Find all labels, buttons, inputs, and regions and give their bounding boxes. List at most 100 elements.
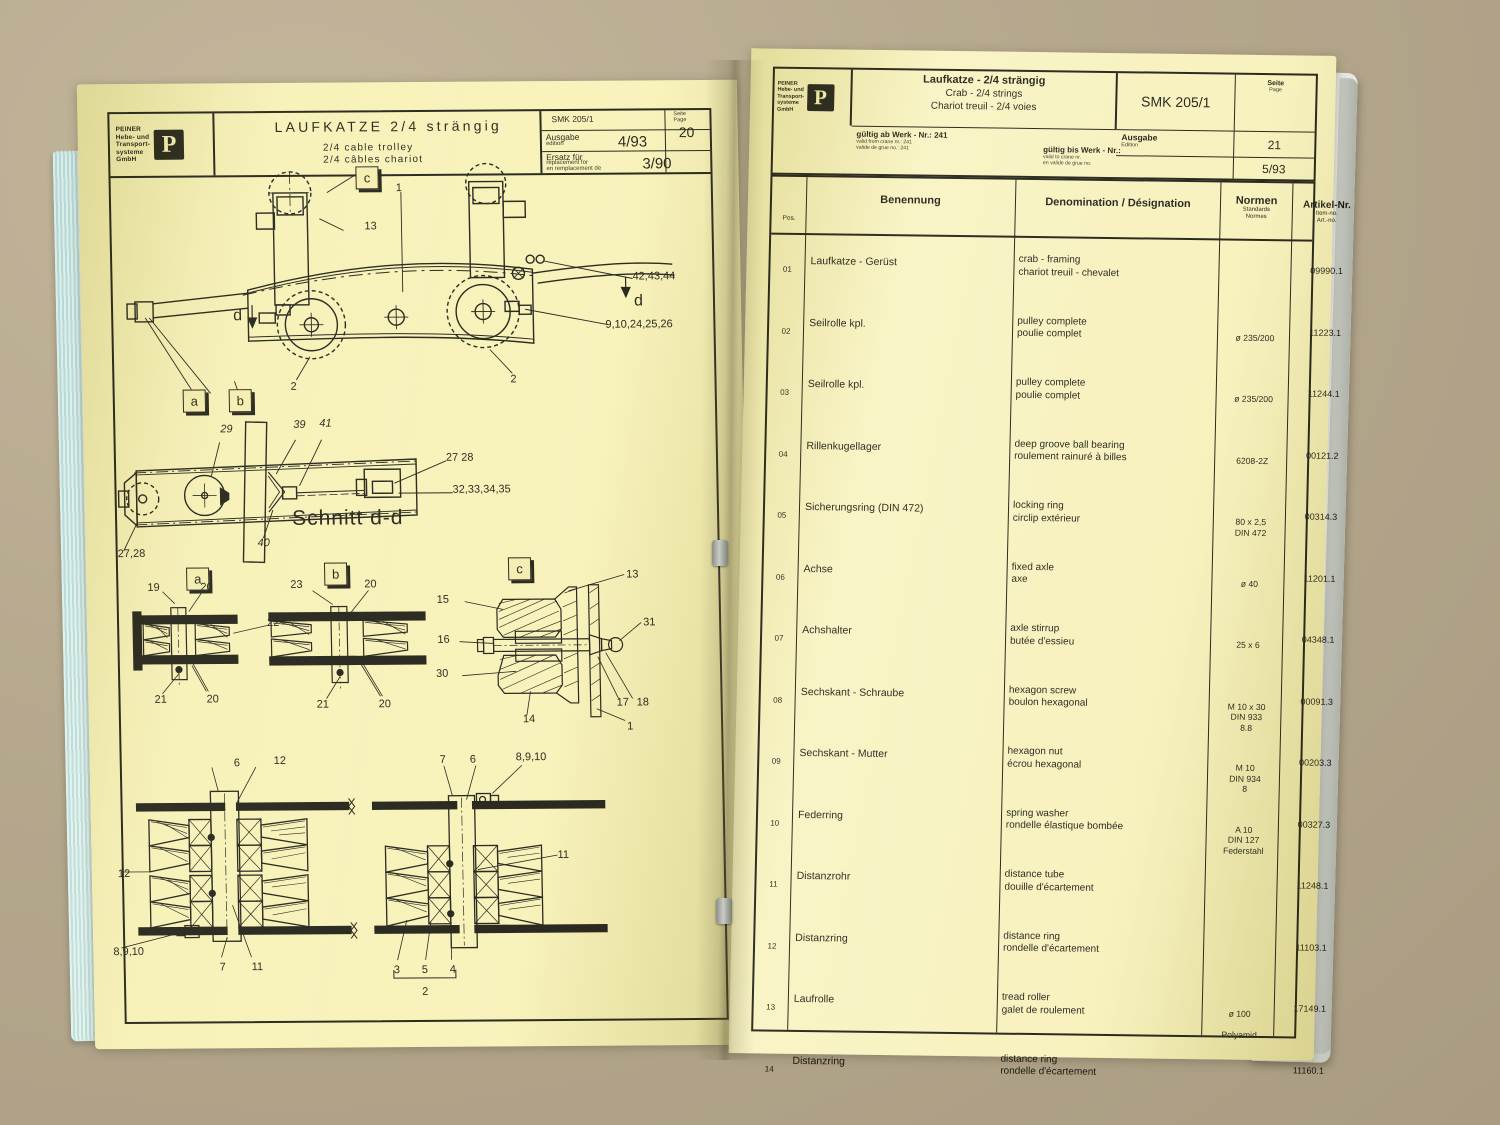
cell-artikel-nr: 04348.1 (1301, 634, 1335, 645)
callout-dd-11-bottom: 11 (251, 961, 264, 974)
callout-9-10-24-25-26: 9,10,24,25,26 (605, 318, 673, 331)
section-title-schnitt-dd: Schnitt d-d (291, 506, 404, 530)
right-title-block: PEINER Hebe- und Transport- systeme GmbH… (770, 66, 1318, 182)
cell-artikel-nr: 00327.3 (1297, 818, 1331, 830)
right-title-cell: Laufkatze - 2/4 strängig Crab - 2/4 stri… (851, 69, 1118, 130)
left-edition-label: edition (545, 140, 564, 148)
cell-normen: ø 235/200 (1219, 393, 1287, 405)
cell-pos: 01 (782, 264, 792, 274)
callout-dd-8-9-10-top: 8,9,10 (515, 751, 547, 764)
right-page-frame: PEINER Hebe- und Transport- systeme GmbH… (751, 66, 1351, 1078)
cell-pos: 09 (771, 756, 781, 766)
normen-line (1207, 947, 1275, 958)
section-letter-d-left: d (233, 307, 243, 325)
left-code-block: SMK 205/1 Ausgabe edition 4/93 Ersatz fü… (539, 109, 711, 174)
cell-benennung: Distanzrohr (796, 869, 851, 883)
cell-pos: 08 (773, 695, 783, 705)
valid-to-cell: gültig bis Werk - Nr.: valid to crane nr… (1040, 128, 1121, 178)
binder-ring-lower (716, 898, 732, 924)
cell-benennung: Rillenkugellager (806, 439, 882, 453)
normen-line: 25 x 6 (1236, 639, 1260, 650)
normen-line (1208, 885, 1276, 896)
brand-line4: GmbH (116, 156, 137, 164)
cell-den-fr: chariot treuil - chevalet (1018, 266, 1120, 279)
cell-den-fr: poulie complet (1016, 327, 1082, 340)
cell-den-fr: écrou hexagonal (1007, 758, 1082, 771)
cell-den-fr: rondelle d'écartement (1000, 1065, 1097, 1078)
section-dd-drawing (138, 544, 703, 788)
left-title-en: 2/4 cable trolley (322, 142, 414, 154)
right-title-fr: Chariot treuil - 2/4 voies (930, 100, 1037, 114)
detail-marker-a-ref: a (182, 389, 207, 413)
right-blank-cell (1115, 155, 1235, 179)
left-ausgabe-value: 4/93 (617, 133, 648, 151)
callout-41: 41 (319, 417, 332, 430)
cell-pos: 04 (778, 449, 788, 459)
cell-artikel-nr: 09990.1 (1310, 265, 1343, 277)
callout-dd-3: 3 (393, 964, 401, 977)
cell-normen: ø 100 Polyamid (1205, 1008, 1274, 1040)
callout-29: 29 (220, 423, 233, 436)
detail-marker-b-ref: b (228, 389, 253, 413)
callout-dd-6-left: 6 (233, 757, 241, 770)
cell-normen: ø 235/200 (1221, 332, 1289, 343)
detail-view-b-drawing (267, 592, 449, 713)
left-logo-cell: PEINER Hebe- und Transport- systeme GmbH… (109, 113, 216, 177)
cell-den-fr: butée d'essieu (1009, 635, 1075, 648)
left-page-sheet: PEINER Hebe- und Transport- systeme GmbH… (76, 79, 756, 1050)
callout-1: 1 (395, 182, 403, 195)
cell-pos: 02 (781, 326, 791, 336)
table-row[interactable]: 04 Rillenkugellager deep groove ball beari… (766, 423, 1339, 492)
cell-benennung: Seilrolle kpl. (807, 378, 865, 391)
trolley-plan-view-drawing (110, 172, 716, 476)
callout-39: 39 (293, 418, 306, 431)
left-title-de: LAUFKATZE 2/4 strängig (274, 117, 503, 136)
cell-pos: 13 (766, 1002, 776, 1012)
cell-normen (1207, 947, 1275, 958)
normen-line (1204, 1070, 1272, 1081)
parts-table: Pos. Benennung Denomination / Désignatio… (751, 174, 1351, 1078)
th-artikel-sub2: Art.-no. (1316, 217, 1337, 224)
right-page-label: Page (1269, 87, 1283, 94)
brand-line4-right: GmbH (776, 106, 794, 113)
cell-artikel-nr: 11248.1 (1296, 880, 1329, 891)
callout-dd-12-top: 12 (273, 754, 287, 767)
right-seite-value: 21 (1234, 130, 1315, 158)
cell-pos: 12 (767, 941, 777, 951)
left-remplacement-label: en remplacement de (546, 165, 602, 173)
normen-line: Polyamid (1221, 1029, 1257, 1040)
cell-normen: 25 x 6 (1214, 639, 1282, 650)
cell-pos: 14 (764, 1064, 774, 1074)
th-denomination: Denomination / Désignation (1045, 196, 1191, 211)
cell-normen: ø 40 (1215, 578, 1283, 589)
cell-den-fr: poulie complet (1015, 389, 1081, 402)
right-title-de: Laufkatze - 2/4 strängig (922, 73, 1046, 88)
left-drawing-area: 13 1 42,43,44 9,10,24,25,26 2 2 c d d a … (110, 172, 726, 1022)
left-drawing-no: SMK 205/1 (551, 113, 594, 125)
left-seite-cell: Seite Page 20 (664, 109, 711, 173)
right-logo-cell: PEINER Hebe- und Transport- systeme GmbH… (773, 68, 853, 126)
callout-42-43-44: 42,43,44 (632, 270, 676, 283)
cell-den-fr: rondelle d'écartement (1002, 942, 1100, 955)
cell-artikel-nr: 00314.3 (1304, 511, 1338, 522)
cell-benennung: Sechskant - Schraube (800, 685, 905, 699)
